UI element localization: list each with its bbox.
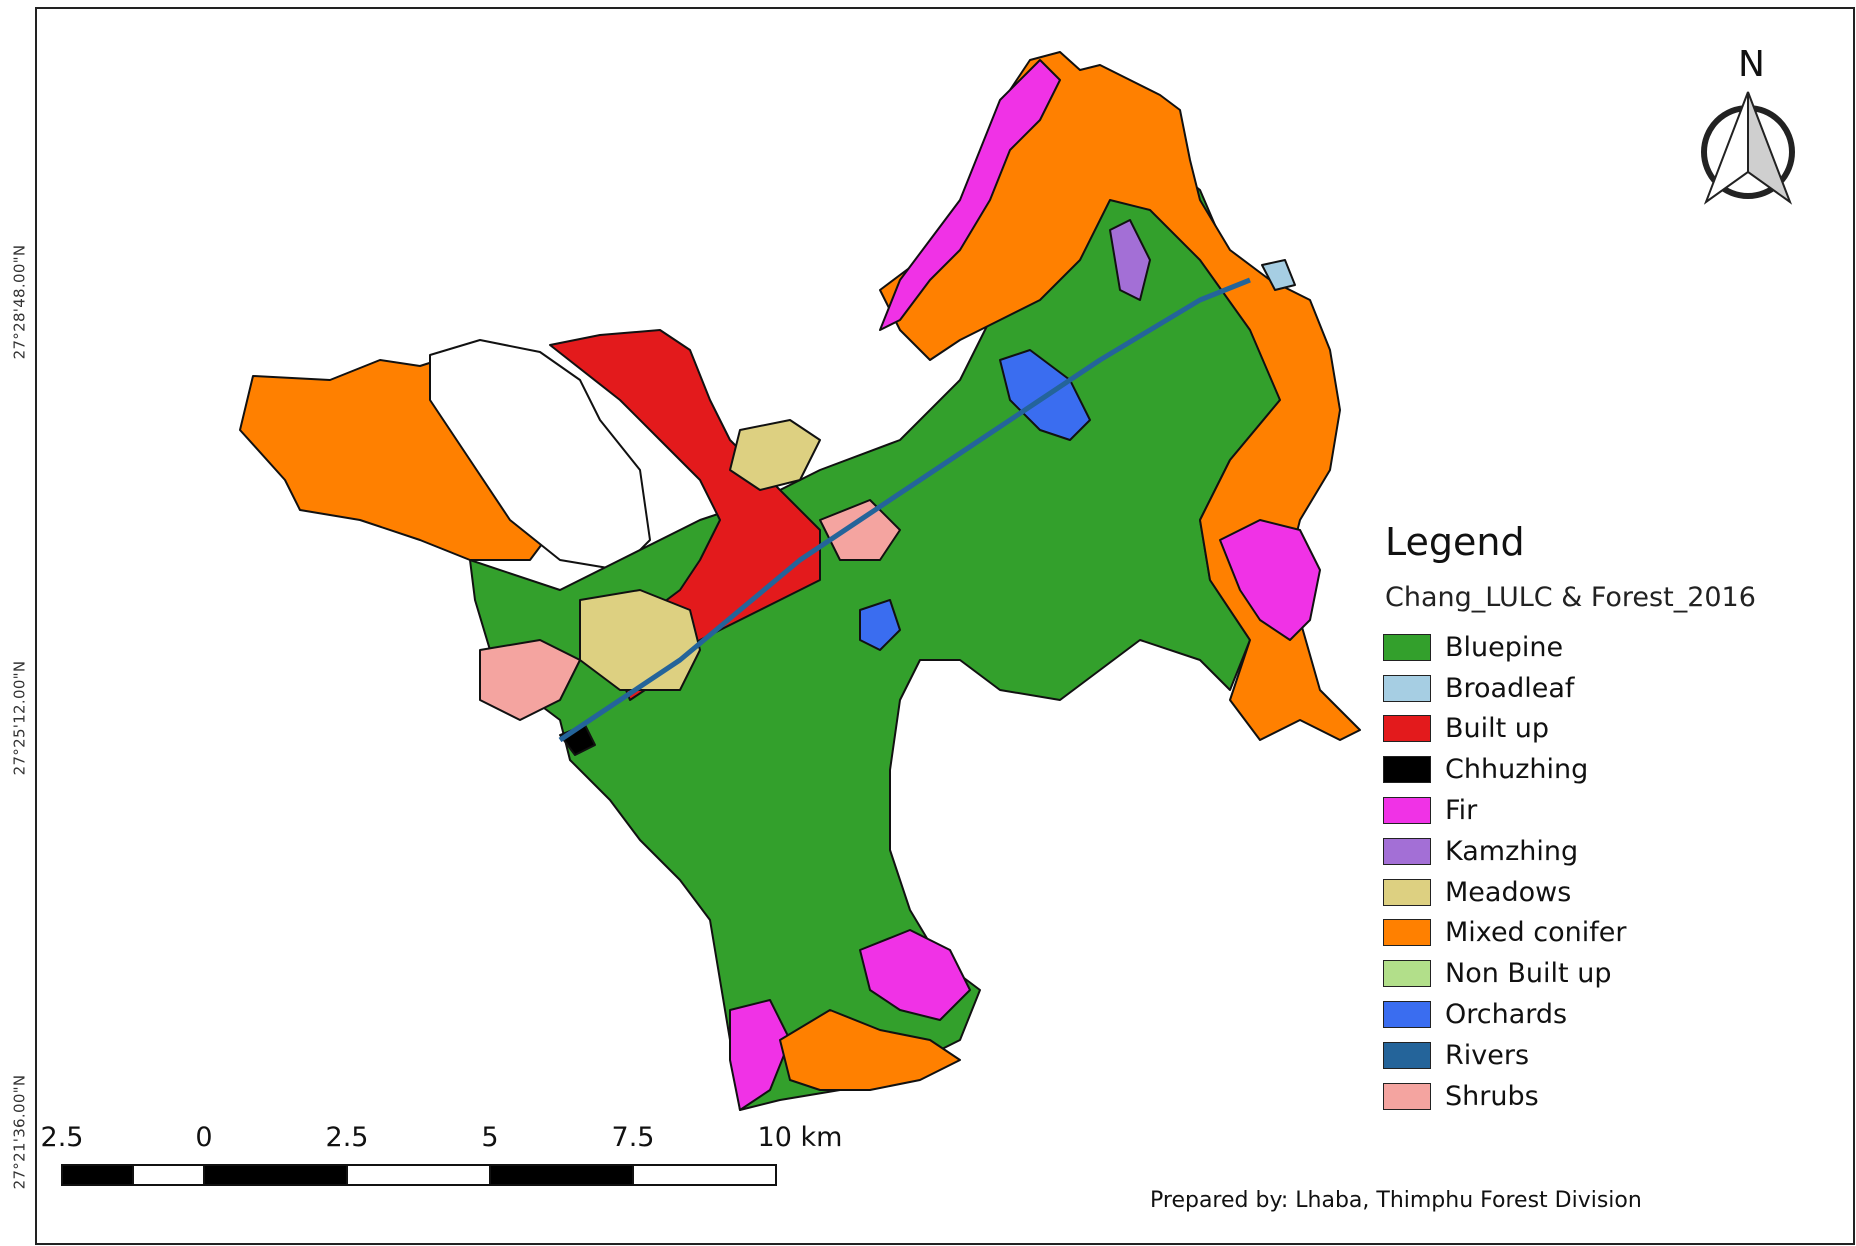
legend-layer-name: Chang_LULC & Forest_2016 — [1385, 582, 1756, 613]
map-border — [35, 7, 1855, 1245]
legend-item: Non Built up — [1383, 953, 1823, 994]
legend-label: Chhuzhing — [1445, 754, 1589, 786]
scale-label-2: 0 — [195, 1122, 213, 1153]
scale-label-4: 5 — [481, 1122, 499, 1153]
legend-item: Rivers — [1383, 1035, 1823, 1076]
scale-label-5: 7.5 — [611, 1122, 655, 1153]
scale-label-1: 2.5 — [40, 1122, 84, 1153]
region-fir-north — [879, 59, 1061, 331]
scale-bar — [61, 1164, 777, 1186]
legend: Legend Chang_LULC & Forest_2016 Bluepine… — [1383, 520, 1823, 1117]
scale-seg-4 — [346, 1164, 491, 1186]
legend-swatch — [1383, 878, 1431, 906]
legend-swatch — [1383, 1041, 1431, 1069]
legend-label: Fir — [1445, 795, 1478, 827]
legend-title: Legend — [1385, 520, 1525, 564]
legend-item: Bluepine — [1383, 627, 1823, 668]
lat-label-3: 27°21'36.00"N — [4, 1032, 34, 1232]
legend-swatch — [1383, 837, 1431, 865]
north-label: N — [1738, 44, 1765, 85]
legend-label: Broadleaf — [1445, 672, 1575, 704]
scale-label-6: 10 km — [757, 1122, 843, 1153]
legend-label: Rivers — [1445, 1039, 1530, 1071]
region-shrubs-2 — [819, 499, 901, 561]
legend-swatch — [1383, 633, 1431, 661]
region-built-up — [549, 329, 821, 701]
legend-item: Orchards — [1383, 994, 1823, 1035]
scale-seg-5 — [489, 1164, 634, 1186]
legend-item: Meadows — [1383, 872, 1823, 913]
lat-label-3-text: 27°21'36.00"N — [10, 1074, 29, 1190]
legend-label: Mixed conifer — [1445, 917, 1627, 949]
legend-item: Chhuzhing — [1383, 749, 1823, 790]
region-orchards-2 — [859, 599, 901, 651]
legend-swatch — [1383, 797, 1431, 825]
legend-item: Built up — [1383, 709, 1823, 750]
legend-swatch — [1383, 960, 1431, 988]
legend-label: Kamzhing — [1445, 835, 1579, 867]
legend-label: Meadows — [1445, 876, 1572, 908]
region-fir-east — [1219, 519, 1321, 641]
legend-item: Shrubs — [1383, 1076, 1823, 1117]
legend-item: Broadleaf — [1383, 668, 1823, 709]
region-mixed-conifer-south — [779, 1009, 961, 1091]
scale-seg-6 — [632, 1164, 777, 1186]
region-broadleaf — [1261, 259, 1296, 291]
region-fir-southtip — [729, 999, 791, 1111]
legend-swatch — [1383, 919, 1431, 947]
legend-swatch — [1383, 1082, 1431, 1110]
legend-label: Orchards — [1445, 999, 1568, 1031]
region-unclassified — [429, 339, 651, 571]
scale-seg-2 — [132, 1164, 205, 1186]
legend-swatch — [1383, 1001, 1431, 1029]
legend-swatch — [1383, 756, 1431, 784]
region-fir-south — [859, 929, 971, 1021]
north-arrow-icon — [1701, 91, 1795, 205]
region-shrubs — [479, 639, 581, 721]
legend-label: Built up — [1445, 713, 1550, 745]
legend-item: Fir — [1383, 790, 1823, 831]
credit-text: Prepared by: Lhaba, Thimphu Forest Divis… — [1150, 1188, 1642, 1213]
scale-seg-3 — [203, 1164, 348, 1186]
lat-label-1-text: 27°28'48.00"N — [10, 244, 29, 360]
lat-label-2: 27°25'12.00"N — [4, 618, 34, 818]
legend-swatch — [1383, 674, 1431, 702]
legend-item: Kamzhing — [1383, 831, 1823, 872]
scale-seg-1 — [61, 1164, 134, 1186]
region-river — [558, 277, 1251, 743]
lulc-map — [239, 51, 1361, 1111]
legend-label: Non Built up — [1445, 958, 1612, 990]
legend-swatch — [1383, 715, 1431, 743]
legend-label: Shrubs — [1445, 1080, 1539, 1112]
region-kamzhing — [1109, 219, 1151, 301]
legend-label: Bluepine — [1445, 631, 1564, 663]
legend-item: Mixed conifer — [1383, 913, 1823, 954]
lat-label-2-text: 27°25'12.00"N — [10, 660, 29, 776]
region-meadows-central — [729, 419, 821, 491]
lat-label-1: 27°28'48.00"N — [4, 202, 34, 402]
scale-label-3: 2.5 — [325, 1122, 369, 1153]
